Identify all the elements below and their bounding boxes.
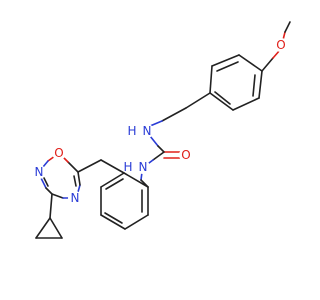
cyclopropyl-group bbox=[35, 193, 63, 239]
methylene-linker bbox=[77, 159, 125, 174]
methoxyphenyl-ring bbox=[209, 54, 263, 111]
atom-o-carbonyl: O bbox=[179, 148, 193, 162]
molecule-svg: O N H O N H O N N bbox=[32, 21, 291, 239]
svg-text:N: N bbox=[71, 191, 80, 205]
svg-text:O: O bbox=[276, 38, 285, 52]
svg-text:O: O bbox=[54, 146, 63, 160]
svg-text:H: H bbox=[127, 124, 136, 138]
molecule-structure-diagram: O N H O N H O N N bbox=[32, 21, 291, 239]
atom-labels: O N H O N H O N N bbox=[32, 38, 288, 205]
atom-n-oxadiazole-4: N bbox=[68, 191, 82, 205]
svg-text:N: N bbox=[139, 160, 148, 174]
atom-o-methoxy: O bbox=[274, 38, 288, 52]
atom-n-upper: N H bbox=[127, 124, 154, 138]
svg-text:H: H bbox=[123, 160, 132, 174]
svg-text:N: N bbox=[35, 165, 44, 179]
ethyl-linker bbox=[149, 92, 211, 127]
atom-o-oxadiazole: O bbox=[52, 146, 66, 160]
atom-n-lower: N H bbox=[123, 160, 150, 174]
svg-text:O: O bbox=[181, 148, 190, 162]
atom-n-oxadiazole-2: N bbox=[32, 165, 46, 179]
central-benzene-ring bbox=[100, 172, 149, 230]
urea-core bbox=[144, 135, 181, 167]
svg-text:N: N bbox=[143, 124, 152, 138]
